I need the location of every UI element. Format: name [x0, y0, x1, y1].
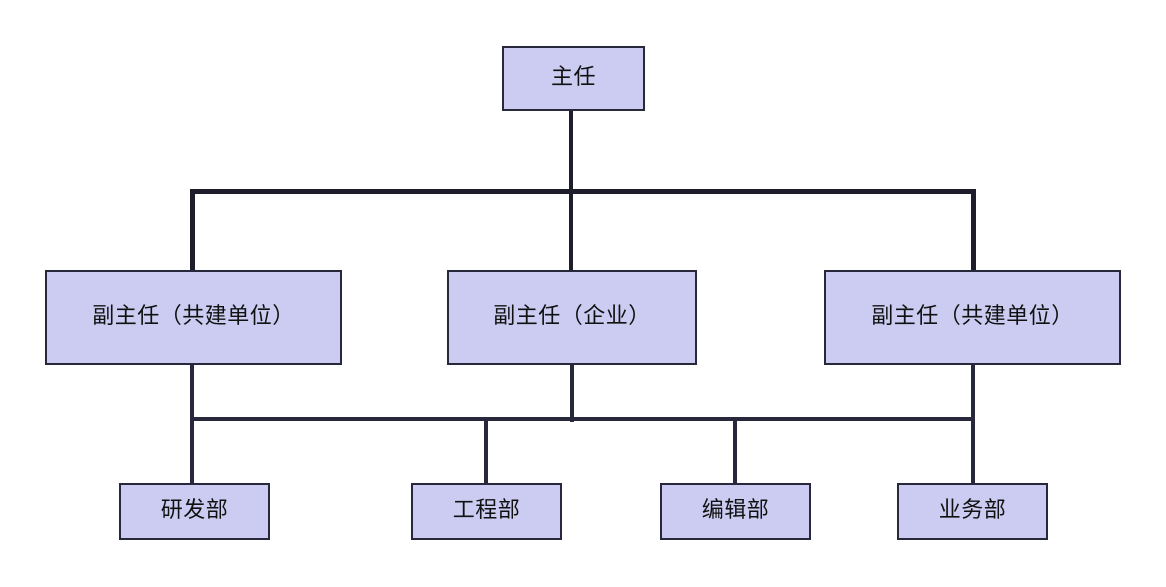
node-dept-engineering-label: 工程部 — [452, 498, 521, 524]
node-dept-business[interactable]: 业务部 — [897, 483, 1048, 540]
connector-drop-deputy-right — [971, 189, 976, 271]
node-deputy-right-label: 副主任（共建单位） — [871, 304, 1074, 330]
node-deputy-left[interactable]: 副主任（共建单位） — [45, 270, 342, 365]
node-director-label: 主任 — [550, 65, 596, 91]
connector-lower-bus — [190, 417, 975, 421]
connector-deputy-right-stem — [971, 364, 975, 484]
node-dept-editorial[interactable]: 编辑部 — [660, 483, 811, 540]
connector-drop-dept-engineering — [484, 417, 488, 484]
connector-drop-dept-editorial — [733, 417, 737, 484]
node-dept-editorial-label: 编辑部 — [701, 498, 770, 524]
node-deputy-left-label: 副主任（共建单位） — [92, 304, 295, 330]
node-deputy-center-label: 副主任（企业） — [493, 304, 651, 330]
node-dept-engineering[interactable]: 工程部 — [411, 483, 562, 540]
node-dept-business-label: 业务部 — [938, 498, 1007, 524]
node-dept-rd[interactable]: 研发部 — [119, 483, 270, 540]
node-deputy-right[interactable]: 副主任（共建单位） — [824, 270, 1121, 365]
connector-deputy-left-stem — [190, 364, 194, 484]
node-deputy-center[interactable]: 副主任（企业） — [447, 270, 697, 365]
connector-deputy-center-stem — [570, 364, 574, 422]
node-director[interactable]: 主任 — [502, 46, 645, 111]
node-dept-rd-label: 研发部 — [160, 498, 229, 524]
connector-drop-deputy-center — [569, 189, 573, 271]
connector-upper-bus — [190, 189, 976, 194]
connector-drop-deputy-left — [190, 189, 195, 271]
connector-director-stem — [569, 110, 573, 193]
